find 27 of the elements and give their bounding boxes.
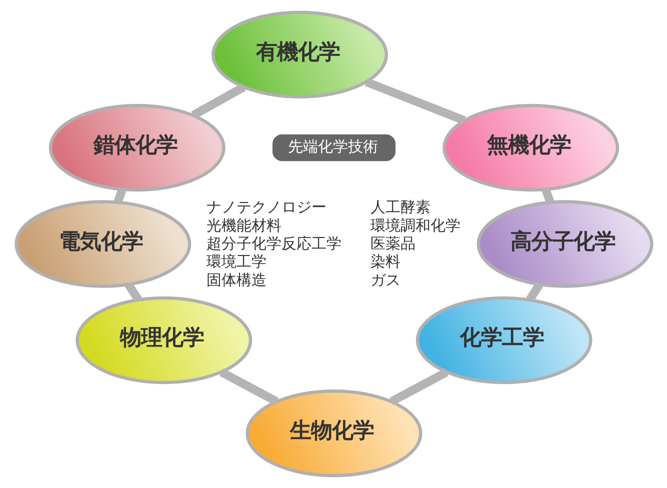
node-ellipse: 有機化学 xyxy=(211,10,388,98)
label: 超分子化学反応工学 xyxy=(206,234,342,252)
node-ellipse: 化学工学 xyxy=(415,296,592,384)
node-ellipse: 無機化学 xyxy=(442,104,619,192)
label: 医薬品 xyxy=(370,234,415,252)
node-ellipse: 高分子化学 xyxy=(476,200,653,288)
connector xyxy=(190,83,246,120)
label: 染料 xyxy=(370,252,400,271)
node-box: 先端化学技術 xyxy=(272,134,396,162)
connector xyxy=(218,368,278,406)
connector xyxy=(124,282,142,302)
node-ellipse: 錯体化学 xyxy=(48,104,225,192)
node-ellipse: 生物化学 xyxy=(245,390,422,478)
label: ガス xyxy=(370,270,400,289)
node-ellipse: 物理化学 xyxy=(75,296,252,384)
connector xyxy=(526,282,543,302)
connector xyxy=(389,368,448,406)
label: ナノテクノロジー xyxy=(206,198,326,216)
connector xyxy=(364,78,466,124)
connector xyxy=(113,188,126,204)
label: 人工酵素 xyxy=(370,198,430,216)
connector xyxy=(541,188,554,204)
label: 固体構造 xyxy=(206,270,266,289)
node-ellipse: 電気化学 xyxy=(14,200,191,288)
label: 環境工学 xyxy=(206,252,266,271)
label: 光機能材料 xyxy=(206,216,282,234)
label: 環境調和化学 xyxy=(370,216,460,234)
